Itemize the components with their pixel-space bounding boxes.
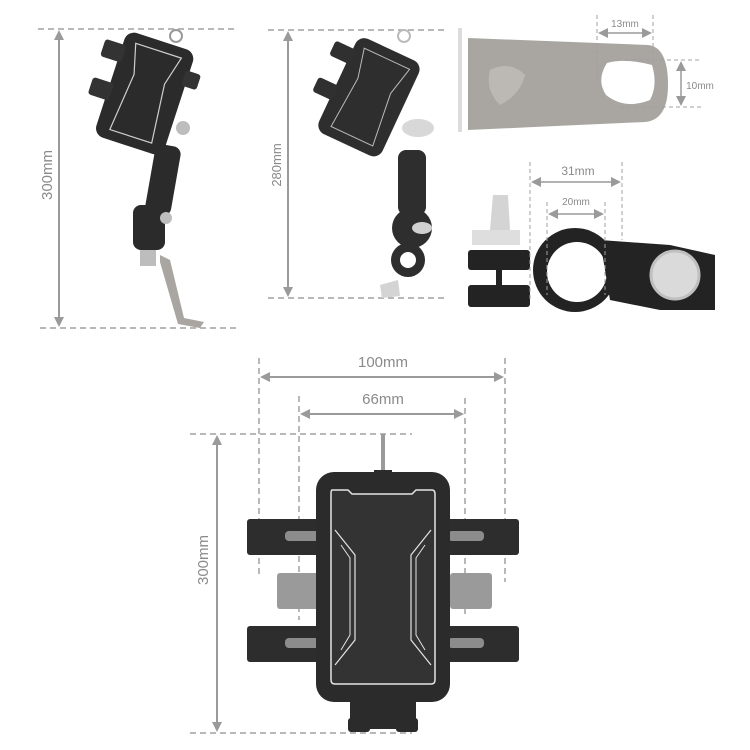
clamp-outer-width-label: 31mm: [561, 164, 594, 178]
phone-holder-front-image: [247, 434, 519, 732]
bracket-hole-width-label: 13mm: [611, 19, 639, 30]
front-height-label: 300mm: [195, 535, 212, 585]
front-view: 100mm 66mm 300mm: [190, 354, 519, 734]
front-outer-width-label: 100mm: [358, 354, 408, 371]
mirror-mount-view: 300mm: [38, 28, 238, 329]
clamp-detail-view: 31mm 20mm: [468, 162, 715, 312]
phone-holder-handlebar-mount-image: [313, 29, 434, 298]
bracket-hole-height-label: 10mm: [686, 81, 714, 92]
mirror-mount-height-label: 300mm: [39, 150, 56, 200]
front-inner-width-label: 66mm: [362, 391, 404, 408]
handlebar-mount-view: 280mm: [268, 29, 445, 299]
handlebar-mount-height-label: 280mm: [269, 143, 284, 186]
bracket-detail-view: 13mm 10mm: [458, 15, 714, 132]
clamp-inner-width-label: 20mm: [562, 197, 590, 208]
phone-holder-mirror-mount-image: [88, 29, 204, 328]
